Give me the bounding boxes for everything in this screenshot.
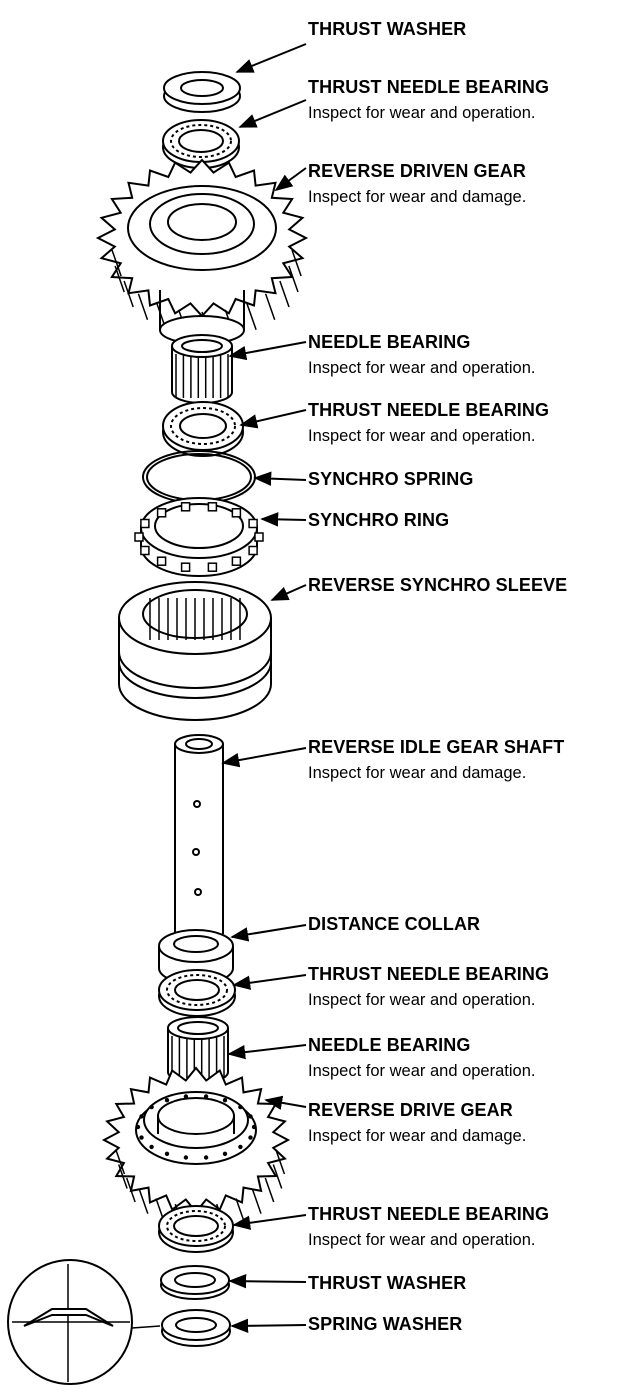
thrust-needle-bearing-2-part	[162, 401, 244, 457]
callout-synchro-ring: SYNCHRO RING	[308, 507, 449, 533]
callout-thrust-needle-bearing-1: THRUST NEEDLE BEARING Inspect for wear a…	[308, 74, 549, 126]
part-name: REVERSE DRIVEN GEAR	[308, 161, 526, 181]
callout-thrust-needle-bearing-4: THRUST NEEDLE BEARING Inspect for wear a…	[308, 1201, 549, 1253]
callout-spring-washer: SPRING WASHER	[308, 1311, 462, 1337]
needle-bearing-1-part	[171, 334, 233, 404]
part-note: Inspect for wear and operation.	[308, 427, 536, 445]
part-name: NEEDLE BEARING	[308, 1035, 471, 1055]
part-note: Inspect for wear and damage.	[308, 1127, 527, 1145]
leader-lines	[221, 43, 307, 1333]
callout-thrust-needle-bearing-2: THRUST NEEDLE BEARING Inspect for wear a…	[308, 397, 549, 449]
callout-reverse-idle-gear-shaft: REVERSE IDLE GEAR SHAFT Inspect for wear…	[308, 734, 564, 786]
callout-reverse-driven-gear: REVERSE DRIVEN GEAR Inspect for wear and…	[308, 158, 526, 210]
part-name: NEEDLE BEARING	[308, 332, 471, 352]
callout-thrust-needle-bearing-3: THRUST NEEDLE BEARING Inspect for wear a…	[308, 961, 549, 1013]
thrust-needle-bearing-3-part	[158, 969, 236, 1017]
synchro-spring-part	[142, 450, 256, 504]
part-name: THRUST NEEDLE BEARING	[308, 77, 550, 97]
distance-collar-part	[158, 929, 234, 985]
callout-thrust-washer-bottom: THRUST WASHER	[308, 1270, 466, 1296]
callout-reverse-drive-gear: REVERSE DRIVE GEAR Inspect for wear and …	[308, 1097, 526, 1149]
part-name: REVERSE DRIVE GEAR	[308, 1100, 513, 1120]
part-name: REVERSE SYNCHRO SLEEVE	[308, 575, 568, 595]
part-note: Inspect for wear and operation.	[308, 1231, 536, 1249]
callout-needle-bearing-1: NEEDLE BEARING Inspect for wear and oper…	[308, 329, 535, 381]
part-name: SPRING WASHER	[308, 1314, 463, 1334]
part-note: Inspect for wear and operation.	[308, 991, 536, 1009]
spring-washer-detail-inset	[7, 1259, 161, 1385]
part-name: SYNCHRO SPRING	[308, 469, 474, 489]
part-name: DISTANCE COLLAR	[308, 914, 481, 934]
part-name: REVERSE IDLE GEAR SHAFT	[308, 737, 565, 757]
thrust-needle-bearing-1-part	[162, 119, 240, 169]
part-note: Inspect for wear and operation.	[308, 359, 536, 377]
thrust-needle-bearing-4-part	[158, 1205, 234, 1253]
synchro-ring-part	[134, 497, 264, 577]
part-name: THRUST WASHER	[308, 1273, 467, 1293]
callout-synchro-spring: SYNCHRO SPRING	[308, 466, 473, 492]
reverse-driven-gear-part	[95, 158, 309, 345]
callout-thrust-washer-top: THRUST WASHER	[308, 16, 466, 42]
part-name: THRUST WASHER	[308, 19, 467, 39]
part-note: Inspect for wear and damage.	[308, 188, 527, 206]
part-note: Inspect for wear and damage.	[308, 764, 527, 782]
reverse-idle-gear-shaft-part	[174, 734, 224, 934]
part-note: Inspect for wear and operation.	[308, 1062, 536, 1080]
callout-distance-collar: DISTANCE COLLAR	[308, 911, 480, 937]
thrust-washer-bottom-part	[160, 1265, 230, 1300]
part-name: THRUST NEEDLE BEARING	[308, 964, 550, 984]
part-name: SYNCHRO RING	[308, 510, 450, 530]
callout-reverse-synchro-sleeve: REVERSE SYNCHRO SLEEVE	[308, 572, 567, 598]
thrust-washer-top-part	[163, 71, 241, 113]
reverse-synchro-sleeve-part	[118, 581, 272, 721]
part-name: THRUST NEEDLE BEARING	[308, 1204, 550, 1224]
spring-washer-part	[161, 1309, 231, 1347]
callout-needle-bearing-2: NEEDLE BEARING Inspect for wear and oper…	[308, 1032, 535, 1084]
part-note: Inspect for wear and operation.	[308, 104, 536, 122]
part-name: THRUST NEEDLE BEARING	[308, 400, 550, 420]
